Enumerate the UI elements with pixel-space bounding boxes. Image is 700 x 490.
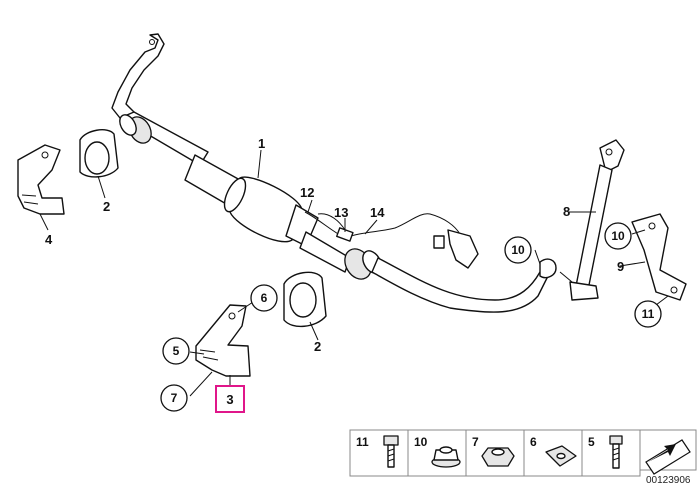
legend-item-7[interactable]: 7 bbox=[472, 435, 515, 467]
callout-2-upper: 2 bbox=[103, 199, 110, 214]
callout-11: 11 bbox=[634, 300, 662, 328]
legend-item-10[interactable]: 10 bbox=[414, 435, 461, 468]
callout-8: 8 bbox=[563, 204, 570, 219]
square-nut-icon bbox=[545, 445, 577, 467]
callout-10-left: 10 bbox=[504, 236, 532, 264]
left-bracket-lower[interactable] bbox=[195, 304, 251, 377]
svg-text:10: 10 bbox=[511, 243, 525, 257]
bolt-icon bbox=[383, 435, 399, 468]
hex-nut-icon bbox=[481, 447, 515, 467]
sensor-cable[interactable] bbox=[304, 211, 479, 269]
svg-text:11: 11 bbox=[642, 307, 655, 321]
callout-2-lower: 2 bbox=[314, 339, 321, 354]
callout-1: 1 bbox=[258, 136, 265, 151]
callout-10-right: 10 bbox=[604, 222, 632, 250]
stabilizer-bar[interactable] bbox=[111, 33, 557, 313]
link-bracket[interactable] bbox=[631, 213, 687, 301]
legend-item-6[interactable]: 6 bbox=[530, 435, 577, 467]
legend-item-11[interactable]: 11 bbox=[356, 435, 399, 468]
callout-14: 14 bbox=[370, 205, 385, 220]
svg-text:10: 10 bbox=[611, 229, 625, 243]
callout-6: 6 bbox=[250, 284, 278, 312]
svg-text:3: 3 bbox=[226, 392, 233, 407]
rubber-mount-upper[interactable] bbox=[79, 129, 119, 178]
svg-text:11: 11 bbox=[356, 435, 369, 449]
svg-text:6: 6 bbox=[530, 435, 537, 449]
svg-text:5: 5 bbox=[173, 344, 180, 358]
callout-5: 5 bbox=[162, 337, 190, 365]
svg-text:6: 6 bbox=[261, 291, 268, 305]
left-bracket-upper[interactable] bbox=[17, 144, 65, 215]
screw-icon bbox=[609, 435, 623, 469]
svg-text:5: 5 bbox=[588, 435, 595, 449]
svg-text:7: 7 bbox=[171, 391, 178, 405]
svg-text:10: 10 bbox=[414, 435, 428, 449]
arrow-icon bbox=[639, 429, 697, 475]
callout-3-highlighted[interactable]: 3 bbox=[215, 385, 245, 413]
callout-9: 9 bbox=[617, 259, 624, 274]
flange-nut-icon bbox=[431, 446, 461, 468]
rubber-mount-lower[interactable] bbox=[283, 271, 327, 327]
stabilizer-link[interactable] bbox=[559, 139, 625, 301]
legend-item-5[interactable]: 5 bbox=[588, 435, 623, 469]
doc-number: 00123906 bbox=[646, 475, 691, 486]
callout-12: 12 bbox=[300, 185, 314, 200]
callout-4: 4 bbox=[45, 232, 53, 247]
hardware-legend: 11 10 7 6 bbox=[349, 429, 641, 477]
callout-7: 7 bbox=[160, 384, 188, 412]
svg-text:7: 7 bbox=[472, 435, 479, 449]
callout-13: 13 bbox=[334, 205, 348, 220]
